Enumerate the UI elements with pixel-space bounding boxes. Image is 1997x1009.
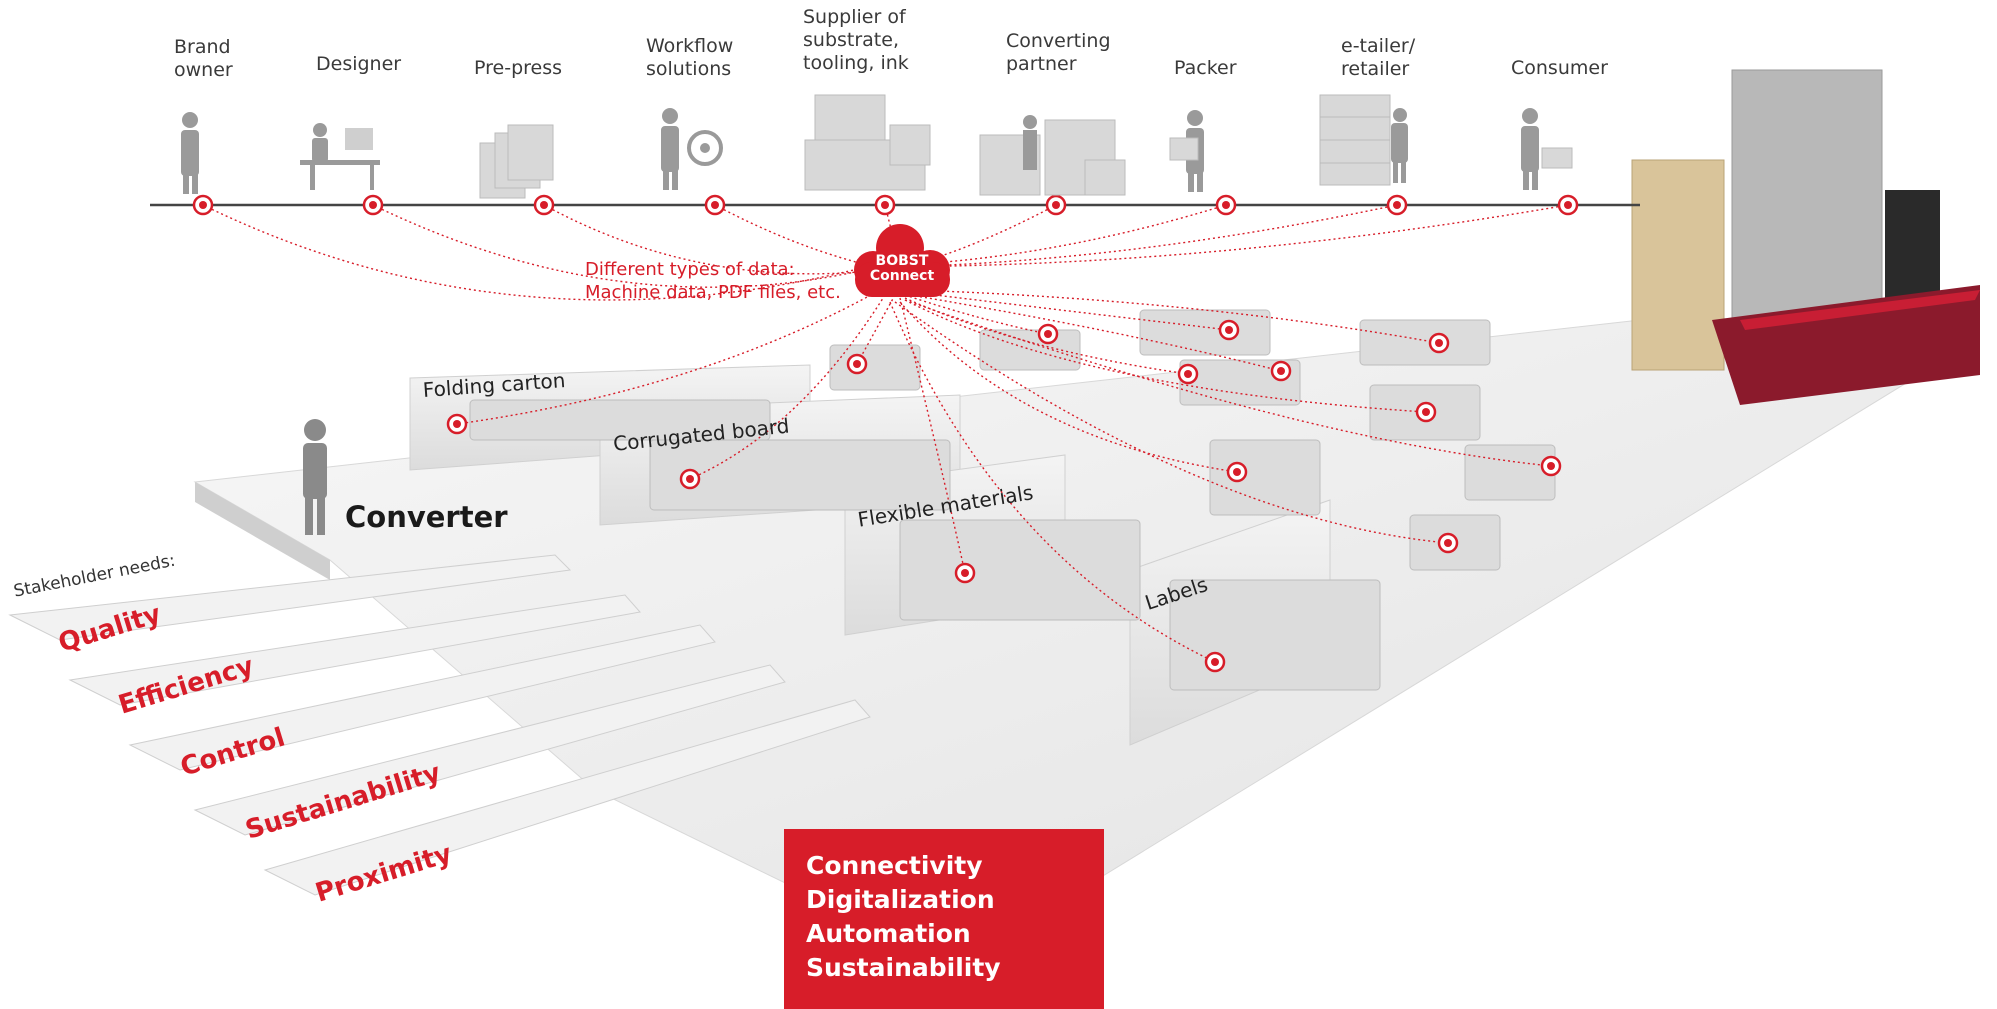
bobst-connect-cloud-icon [854, 224, 950, 297]
pillar-connectivity: Connectivity [806, 851, 983, 880]
designer-desk-icon [300, 123, 380, 190]
stakeholder-designer: Designer [316, 53, 401, 76]
machine-links [456, 289, 1552, 663]
stakeholder-label-line: Brand [174, 36, 231, 58]
stakeholder-label-line: solutions [646, 58, 732, 80]
stakeholder-label-line: Workflow [646, 35, 734, 57]
data-types-note: Different types of data: Machine data, P… [585, 258, 841, 304]
cloud-label-line: Connect [869, 268, 935, 284]
converting-partner-icon [979, 115, 1126, 196]
stakeholder-label-line: e-tailer/ [1341, 35, 1416, 57]
bobst-connect-label: BOBST Connect [860, 254, 944, 284]
stakeholder-workflow-solutions: Workflow solutions [646, 35, 733, 81]
stakeholder-supplier: Supplier of substrate, tooling, ink [803, 6, 909, 75]
data-note-line: Different types of data: [585, 259, 795, 280]
stakeholder-label-line: partner [1006, 53, 1077, 75]
pillar-digitalization: Digitalization [806, 885, 995, 914]
supplies-icon [804, 94, 931, 191]
converter-label: Converter [345, 500, 508, 534]
cloud-label-line: BOBST [875, 253, 929, 269]
stakeholder-pre-press: Pre-press [474, 57, 562, 80]
stakeholder-label-line: Packer [1174, 57, 1237, 79]
stakeholder-pictograms [181, 94, 1573, 199]
stakeholder-label-line: owner [174, 59, 233, 81]
stakeholder-brand-owner: Brand owner [174, 36, 233, 82]
stakeholder-converting-partner: Converting partner [1006, 30, 1111, 76]
machines [469, 309, 1556, 691]
stakeholder-label-line: tooling, ink [803, 52, 909, 74]
stakeholder-label-line: retailer [1341, 58, 1410, 80]
packer-icon [1169, 110, 1204, 192]
stakeholder-packer: Packer [1174, 57, 1237, 80]
stakeholder-etailer-retailer: e-tailer/ retailer [1341, 35, 1415, 81]
stakeholder-label-line: substrate, [803, 29, 899, 51]
needs-steps [8, 554, 871, 896]
stakeholder-consumer: Consumer [1511, 57, 1608, 80]
retailer-shelf-icon [1319, 94, 1408, 186]
converter-person-icon [303, 419, 327, 535]
consumer-icon [1521, 108, 1573, 190]
pillar-sustainability: Sustainability [806, 953, 1001, 982]
products [1631, 69, 1980, 405]
floor-edge [195, 482, 330, 580]
pillars-box: Connectivity Digitalization Automation S… [784, 829, 1104, 1009]
stakeholder-label-line: Converting [1006, 30, 1111, 52]
stakeholder-label-line: Consumer [1511, 57, 1608, 79]
documents-icon [479, 124, 554, 199]
data-note-line: Machine data, PDF files, etc. [585, 282, 841, 303]
stakeholder-label-line: Designer [316, 53, 402, 75]
stakeholder-nodes [192, 194, 1579, 216]
stakeholder-label-line: Supplier of [803, 6, 906, 28]
person-icon [181, 112, 199, 194]
machine-nodes [446, 319, 1562, 673]
workflow-person-icon [661, 108, 723, 190]
stakeholder-label-line: Pre-press [474, 57, 563, 79]
pillar-automation: Automation [806, 919, 971, 948]
